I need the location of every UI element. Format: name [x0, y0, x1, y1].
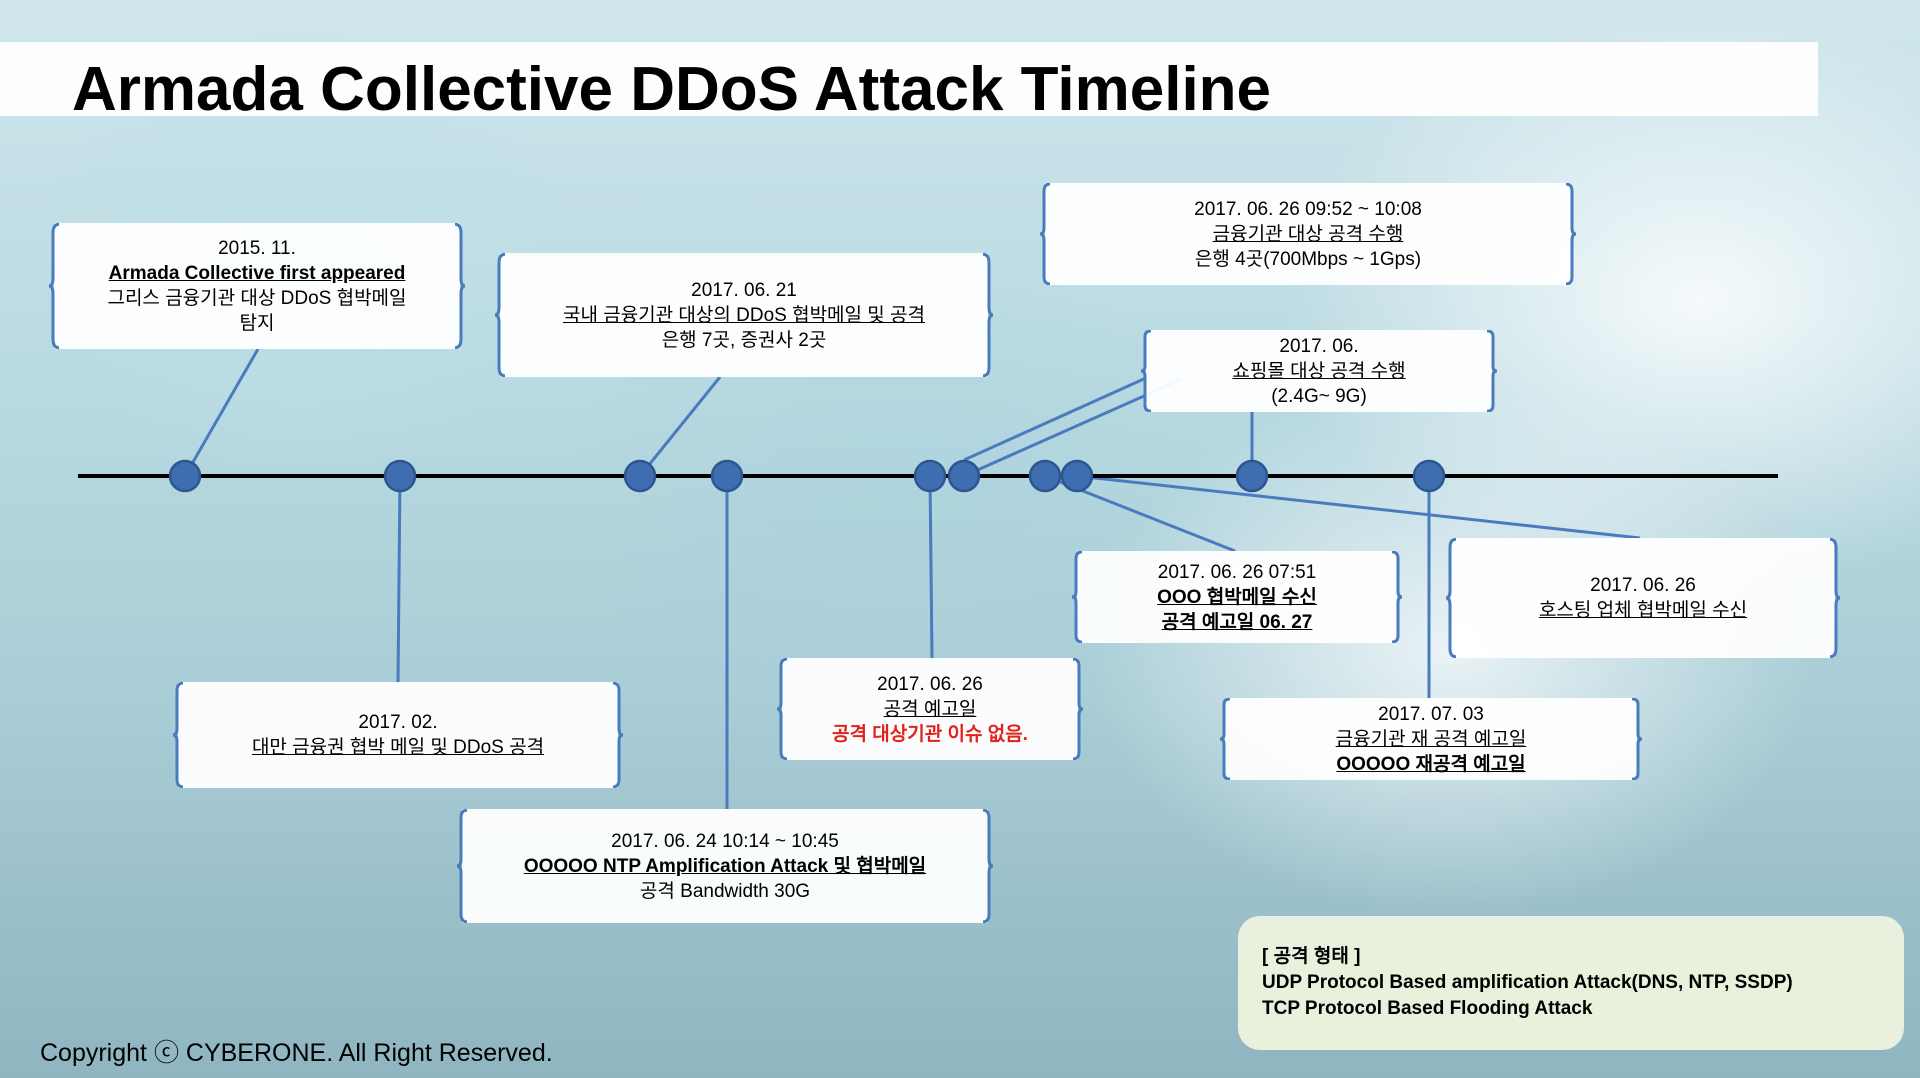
left-brace: [1140, 330, 1152, 412]
event-box: 2017. 07. 03 금융기관 재 공격 예고일 OOOOO 재공격 예고일: [1225, 698, 1637, 780]
event-detail: 은행 4곳(700Mbps ~ 1Gps): [1194, 248, 1422, 270]
copyright-notice: Copyright ⓒ CYBERONE. All Right Reserved…: [40, 1039, 553, 1067]
event-detail: 공격 대상기관 이슈 없음.: [832, 723, 1028, 745]
event-detail: 그리스 금융기관 대상 DDoS 협박메일: [107, 288, 407, 309]
event-box: 2017. 06. 26 호스팅 업체 협박메일 수신: [1451, 538, 1835, 658]
timeline-node: [1412, 459, 1446, 493]
right-brace: [612, 682, 624, 788]
legend-heading: [ 공격 형태 ]: [1262, 946, 1361, 967]
event-detail: 금융기관 대상 공격 수행: [1212, 223, 1404, 245]
legend-line: TCP Protocol Based Flooding Attack: [1262, 998, 1593, 1019]
connector-line: [638, 376, 722, 477]
event-detail: 대만 금융권 협박 메일 및 DDoS 공격: [251, 737, 545, 758]
right-brace: [1631, 698, 1643, 780]
title-band: [0, 42, 1818, 116]
event-date: 2017. 02.: [358, 712, 438, 733]
connector-line: [183, 348, 260, 477]
legend-line: UDP Protocol Based amplification Attack(…: [1262, 972, 1793, 993]
event-box: 2015. 11. Armada Collective first appeare…: [54, 223, 460, 349]
event-detail: 탐지: [239, 313, 275, 334]
event-date: 2017. 06. 21: [691, 279, 797, 301]
right-brace: [982, 809, 994, 923]
left-brace: [1071, 551, 1083, 643]
event-date: 2017. 06. 26: [1590, 575, 1696, 596]
event-box: 2017. 02. 대만 금융권 협박 메일 및 DDoS 공격: [178, 682, 618, 788]
timeline-node: [947, 459, 981, 493]
connector-line: [396, 475, 402, 683]
event-detail: (2.4G~ 9G): [1271, 385, 1367, 407]
timeline-node: [1060, 459, 1094, 493]
right-brace: [982, 253, 994, 377]
event-detail: 공격 Bandwidth 30G: [639, 880, 811, 902]
event-date: 2017. 06.: [1279, 335, 1359, 357]
left-brace: [456, 809, 468, 923]
event-date: 2017. 06. 24 10:14 ~ 10:45: [611, 830, 839, 852]
event-detail: OOOOO 재공격 예고일: [1336, 753, 1526, 775]
timeline-node: [1235, 459, 1269, 493]
left-brace: [1219, 698, 1231, 780]
right-brace: [454, 223, 466, 349]
attack-type-legend: [ 공격 형태 ] UDP Protocol Based amplificati…: [1238, 916, 1904, 1050]
event-detail: 호스팅 업체 협박메일 수신: [1538, 600, 1748, 621]
event-detail: Armada Collective first appeared: [108, 263, 406, 284]
connector-line: [963, 376, 1147, 462]
event-detail: 금융기관 재 공격 예고일: [1335, 728, 1527, 750]
event-date: 2017. 06. 26 07:51: [1157, 561, 1317, 583]
event-detail: 공격 예고일 06. 27: [1161, 611, 1313, 633]
timeline-node: [383, 459, 417, 493]
left-brace: [172, 682, 184, 788]
right-brace: [1391, 551, 1403, 643]
page-title: Armada Collective DDoS Attack Timeline: [72, 55, 1272, 124]
timeline-node: [168, 459, 202, 493]
left-brace: [494, 253, 506, 377]
right-brace: [1072, 658, 1084, 760]
event-detail: OOOOO NTP Amplification Attack 및 협박메일: [523, 855, 927, 877]
event-date: 2015. 11.: [218, 238, 296, 259]
event-date: 2017. 07. 03: [1378, 703, 1484, 725]
event-detail: 공격 예고일: [883, 698, 977, 720]
event-date: 2017. 06. 26: [877, 673, 983, 695]
event-date: 2017. 06. 26 09:52 ~ 10:08: [1194, 198, 1422, 220]
timeline-node: [710, 459, 744, 493]
left-brace: [1039, 183, 1051, 285]
right-brace: [1565, 183, 1577, 285]
event-detail: 은행 7곳, 증권사 2곳: [661, 329, 827, 351]
right-brace: [1486, 330, 1498, 412]
left-brace: [776, 658, 788, 760]
timeline-node: [913, 459, 947, 493]
connector-line: [1076, 474, 1641, 540]
timeline-node: [1028, 459, 1062, 493]
event-detail: OOO 협박메일 수신: [1157, 586, 1317, 608]
event-detail: 쇼핑몰 대상 공격 수행: [1232, 360, 1406, 382]
connector-line: [928, 475, 934, 659]
event-box: 2017. 06. 쇼핑몰 대상 공격 수행 (2.4G~ 9G): [1146, 330, 1492, 412]
right-brace: [1829, 538, 1841, 658]
event-detail: 국내 금융기관 대상의 DDoS 협박메일 및 공격: [562, 304, 926, 326]
left-brace: [48, 223, 60, 349]
left-brace: [1445, 538, 1457, 658]
timeline-node: [623, 459, 657, 493]
